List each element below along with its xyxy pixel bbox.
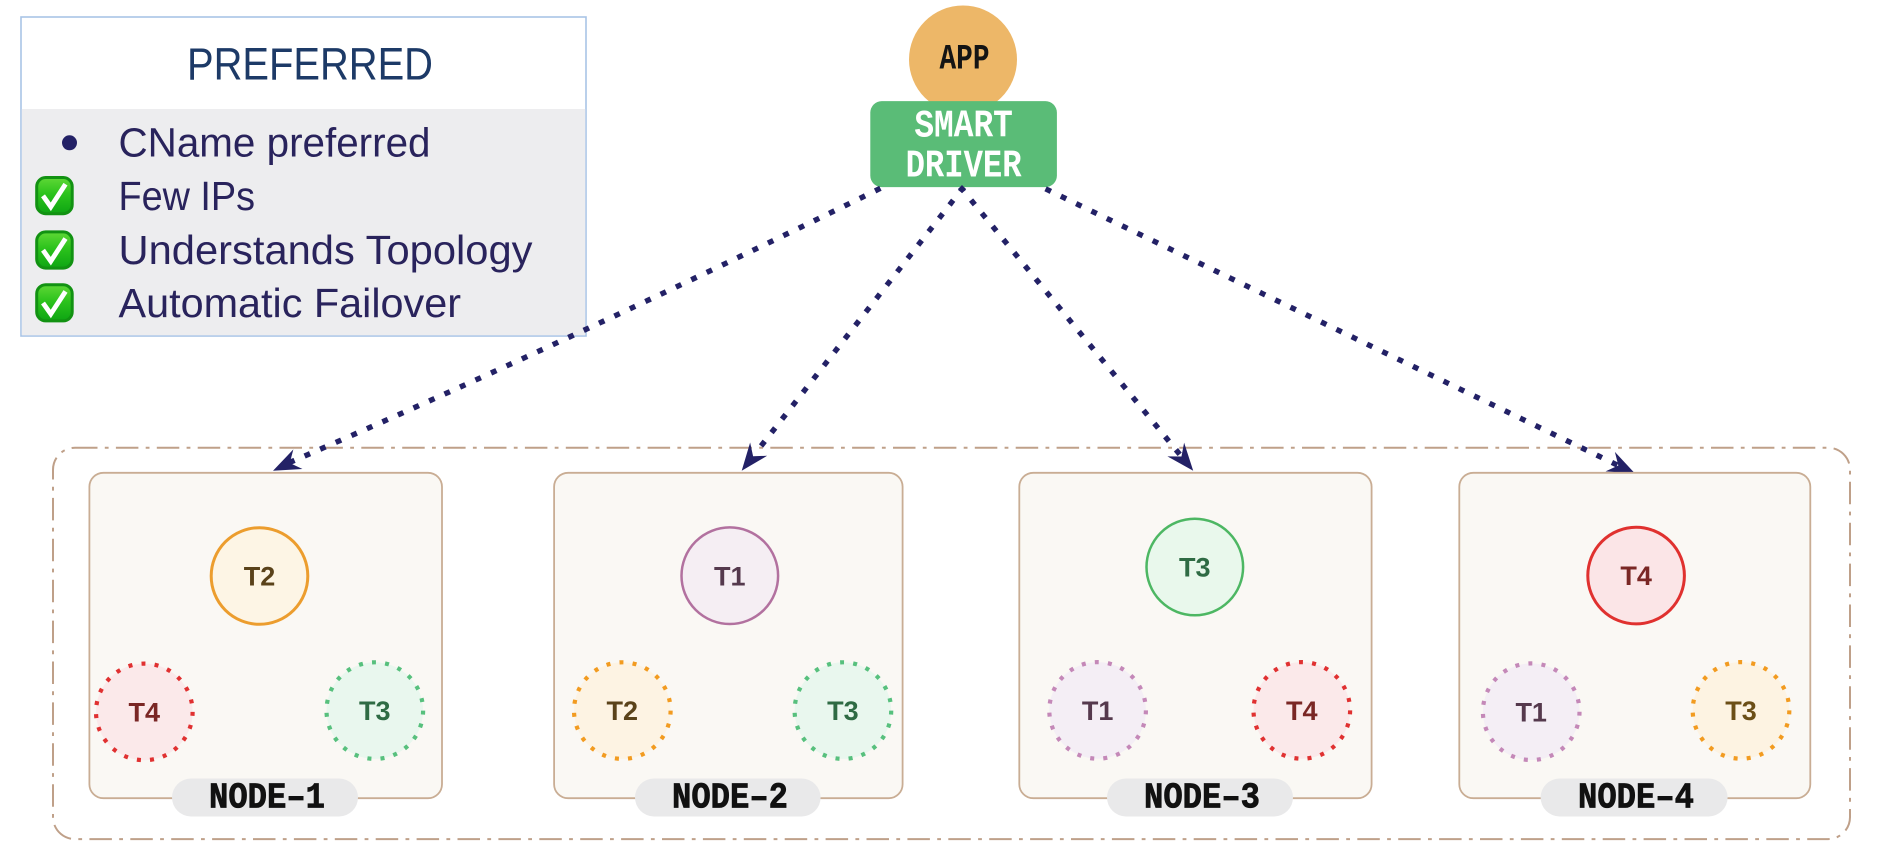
svg-text:NODE–4: NODE–4 xyxy=(1578,778,1694,819)
svg-text:CName preferred: CName preferred xyxy=(119,119,431,165)
svg-text:NODE–1: NODE–1 xyxy=(209,778,325,819)
svg-text:NODE–3: NODE–3 xyxy=(1144,778,1260,819)
svg-text:DRIVER: DRIVER xyxy=(906,145,1022,189)
svg-text:SMART: SMART xyxy=(914,105,1013,149)
svg-text:T2: T2 xyxy=(607,696,639,726)
svg-text:T3: T3 xyxy=(359,696,391,726)
svg-text:T4: T4 xyxy=(129,698,161,728)
svg-text:T1: T1 xyxy=(1082,696,1114,726)
svg-text:T3: T3 xyxy=(1179,553,1211,583)
svg-text:NODE–2: NODE–2 xyxy=(672,778,788,819)
svg-text:PREFERRED: PREFERRED xyxy=(187,39,433,90)
svg-text:Few IPs: Few IPs xyxy=(119,173,256,219)
svg-text:Automatic Failover: Automatic Failover xyxy=(119,280,462,326)
svg-text:APP: APP xyxy=(940,40,990,80)
svg-text:T4: T4 xyxy=(1620,561,1652,591)
svg-text:T3: T3 xyxy=(1725,696,1757,726)
svg-text:T1: T1 xyxy=(1515,697,1547,727)
svg-text:T1: T1 xyxy=(714,561,746,591)
svg-text:T4: T4 xyxy=(1286,696,1318,726)
svg-text:T3: T3 xyxy=(827,696,859,726)
svg-text:T2: T2 xyxy=(244,562,276,592)
svg-text:Understands Topology: Understands Topology xyxy=(119,227,534,273)
